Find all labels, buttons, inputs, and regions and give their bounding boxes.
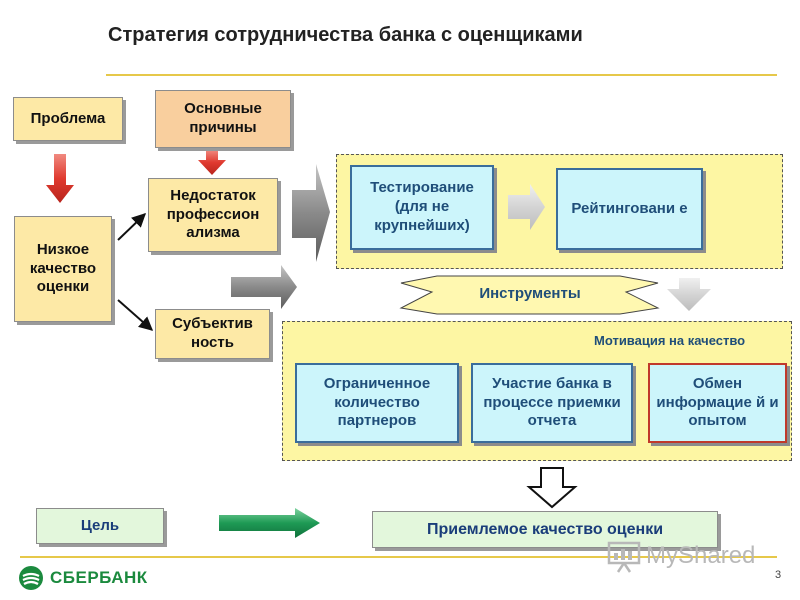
exchange-label: Обмен информацие й и опытом — [656, 374, 779, 430]
participation-label: Участие банка в процессе приемки отчета — [483, 374, 621, 430]
green-goal-arrow — [219, 508, 320, 538]
presentation-screen-icon — [607, 541, 641, 573]
goal-label: Цель — [80, 516, 120, 534]
goal-box: Цель — [36, 508, 164, 544]
connector-to-subjectivity — [117, 299, 154, 331]
top-divider — [106, 74, 777, 76]
bottom-divider — [20, 556, 777, 558]
pale-arrow-testing-to-rating — [508, 184, 545, 230]
testing-label: Тестирование (для не крупнейших) — [370, 179, 474, 234]
watermark: MyShared — [606, 538, 755, 574]
watermark-text: MyShared — [646, 542, 756, 569]
limited-label: Ограниченное количество партнеров — [323, 374, 431, 430]
acceptable-label: Приемлемое качество оценки — [426, 520, 664, 538]
causes-label: Основные причины — [184, 100, 262, 136]
motivation-label: Мотивация на качество — [594, 333, 746, 348]
red-down-arrow-causes — [198, 150, 226, 175]
low-quality-label: Низкое качество оценки — [29, 240, 97, 296]
connector-to-lack — [117, 213, 147, 241]
limited-partners-box: Ограниченное количество партнеров — [295, 363, 459, 443]
instruments-double-arrow — [399, 275, 660, 315]
page-number: 3 — [775, 569, 782, 581]
rating-box: Рейтинговани е — [556, 168, 703, 250]
gray-arrow-subjectivity-to-motivation — [231, 265, 297, 309]
red-down-arrow-problem — [46, 154, 74, 203]
page-title: Стратегия сотрудничества банка с оценщик… — [108, 24, 583, 46]
testing-box: Тестирование (для не крупнейших) — [350, 165, 494, 250]
sberbank-logo: СБЕРБАНК — [18, 565, 148, 591]
problem-box: Проблема — [13, 97, 123, 141]
sberbank-logo-icon — [19, 566, 43, 590]
lack-of-professionalism-box: Недостаток профессион ализма — [148, 178, 278, 252]
gray-arrow-lack-to-testing — [292, 164, 330, 262]
acceptable-quality-box: Приемлемое качество оценки — [372, 511, 718, 548]
lack-label: Недостаток профессион ализма — [166, 186, 260, 242]
logo-text: СБЕРБАНК — [50, 568, 148, 587]
hollow-down-arrow — [526, 467, 578, 509]
subjectivity-box: Субъектив ность — [155, 309, 270, 359]
problem-label: Проблема — [30, 109, 106, 127]
instruments-label: Инструменты — [479, 285, 581, 302]
subjectivity-label: Субъектив ность — [172, 315, 253, 351]
bank-participation-box: Участие банка в процессе приемки отчета — [471, 363, 633, 443]
causes-box: Основные причины — [155, 90, 291, 148]
pale-down-arrow — [667, 278, 711, 311]
rating-label: Рейтинговани е — [571, 199, 688, 217]
info-exchange-box: Обмен информацие й и опытом — [648, 363, 787, 443]
low-quality-box: Низкое качество оценки — [14, 216, 112, 322]
